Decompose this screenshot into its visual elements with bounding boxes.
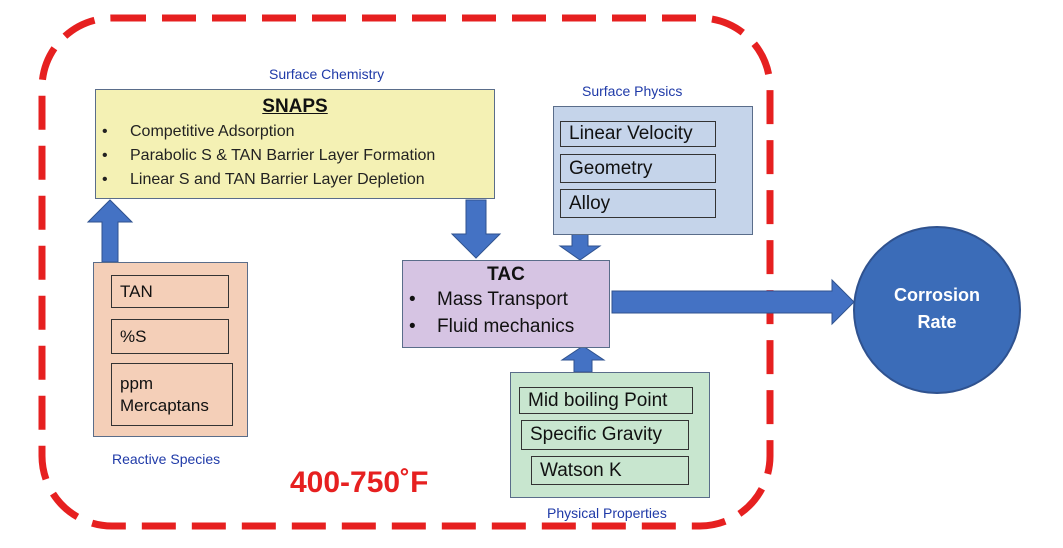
- temperature-boundary: [38, 14, 774, 530]
- mercaptans-field: ppm Mercaptans: [111, 363, 233, 426]
- temperature-range-label: 400-750˚F: [290, 466, 429, 499]
- arrow-species-to-snaps: [86, 199, 134, 263]
- snaps-box: SNAPS Competitive Adsorption Parabolic S…: [95, 89, 495, 199]
- snaps-item: Competitive Adsorption: [96, 120, 494, 144]
- tac-item: Mass Transport: [403, 286, 609, 313]
- tac-item: Fluid mechanics: [403, 313, 609, 340]
- mid-boiling-point-field: Mid boiling Point: [519, 387, 693, 414]
- corrosion-rate-label: Corrosion Rate: [893, 285, 980, 332]
- surface-chemistry-label: Surface Chemistry: [269, 66, 385, 82]
- arrow-physics-to-tac: [558, 233, 602, 261]
- specific-gravity-field: Specific Gravity: [521, 420, 689, 450]
- tac-list: Mass Transport Fluid mechanics: [403, 286, 609, 340]
- alloy-field: Alloy: [560, 189, 716, 218]
- surface-physics-label: Surface Physics: [582, 83, 683, 99]
- linear-velocity-field: Linear Velocity: [560, 121, 716, 147]
- surface-physics-box: Linear Velocity Geometry Alloy: [553, 106, 753, 235]
- physical-properties-box: Mid boiling Point Specific Gravity Watso…: [510, 372, 710, 498]
- arrow-properties-to-tac: [560, 345, 606, 373]
- reactive-species-box: TAN %S ppm Mercaptans: [93, 262, 248, 437]
- snaps-list: Competitive Adsorption Parabolic S & TAN…: [96, 120, 494, 192]
- arrow-tac-to-corrosion: [611, 278, 855, 326]
- reactive-species-label: Reactive Species: [112, 451, 221, 467]
- watson-k-field: Watson K: [531, 456, 689, 485]
- snaps-item: Linear S and TAN Barrier Layer Depletion: [96, 168, 494, 192]
- sulfur-field: %S: [111, 319, 229, 354]
- physical-properties-label: Physical Properties: [547, 505, 667, 521]
- arrow-snaps-to-tac: [450, 199, 502, 259]
- corrosion-rate-circle: [853, 226, 1021, 394]
- tac-title: TAC: [487, 264, 525, 285]
- tac-box: TAC Mass Transport Fluid mechanics: [402, 260, 610, 348]
- geometry-field: Geometry: [560, 154, 716, 183]
- snaps-title: SNAPS: [262, 96, 328, 117]
- tan-field: TAN: [111, 275, 229, 308]
- snaps-item: Parabolic S & TAN Barrier Layer Formatio…: [96, 144, 494, 168]
